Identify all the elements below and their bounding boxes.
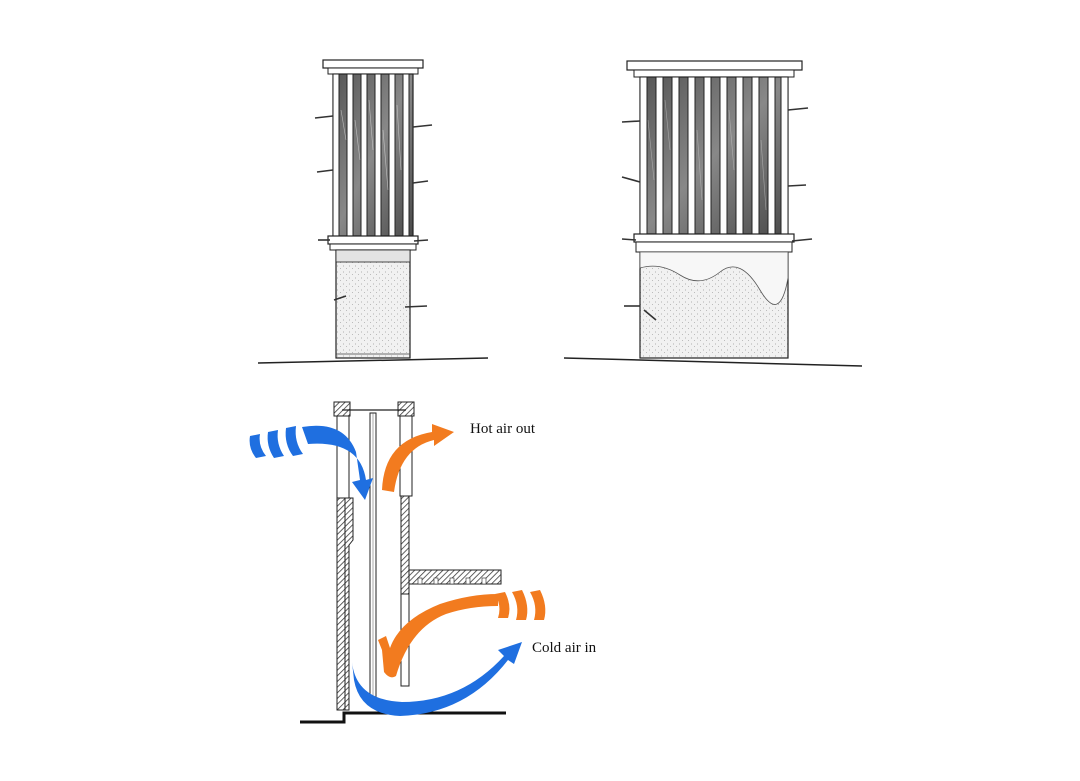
cornice-left [322,59,424,69]
tower-elevation-right [563,60,863,367]
grille-panel-left [332,73,414,237]
ground-line-left [257,357,489,364]
tower-elevation-left [257,59,489,364]
ground-line-right [563,357,863,367]
section-roof-slab [408,569,502,585]
section-left-wall [336,415,350,499]
cornice-right [626,60,803,71]
shaft-left [335,249,411,359]
hot-air-out-label: Hot air out [470,421,535,437]
hot-air-flow-icon [378,424,546,678]
cold-air-flow-icon [249,425,522,716]
wind-tower-section [249,401,546,724]
cold-air-in-label: Cold air in [532,640,597,656]
